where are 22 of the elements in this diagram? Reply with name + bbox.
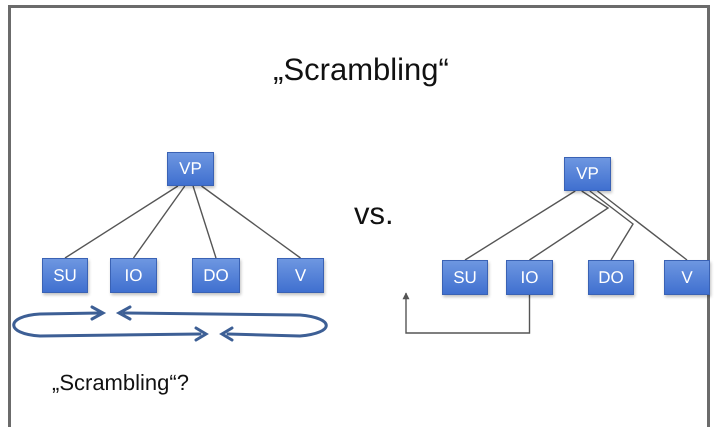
constituent-box: V — [664, 260, 710, 295]
tree-branch-line — [192, 186, 217, 258]
constituent-box: SU — [442, 260, 488, 295]
tree-branch-line — [64, 185, 178, 259]
constituent-box: VP — [564, 157, 611, 191]
constituent-box: SU — [42, 258, 88, 293]
constituent-box: IO — [506, 260, 553, 295]
caption: „Scrambling“? — [52, 370, 189, 396]
constituent-box: V — [277, 258, 324, 293]
constituent-box: VP — [167, 152, 214, 186]
tree-branch-line — [597, 190, 688, 261]
tree-branch-line — [464, 190, 576, 261]
tree-branch-line — [132, 186, 186, 258]
constituent-box: DO — [192, 258, 240, 293]
movement-arrow — [402, 292, 530, 334]
tree-branch-line — [201, 185, 301, 259]
tree-branch-line — [589, 190, 634, 260]
versus-label: vs. — [354, 196, 394, 232]
tree-branch-line — [529, 190, 610, 261]
constituent-box: IO — [110, 258, 157, 293]
constituent-box: DO — [588, 260, 634, 295]
title: „Scrambling“ — [272, 52, 450, 88]
